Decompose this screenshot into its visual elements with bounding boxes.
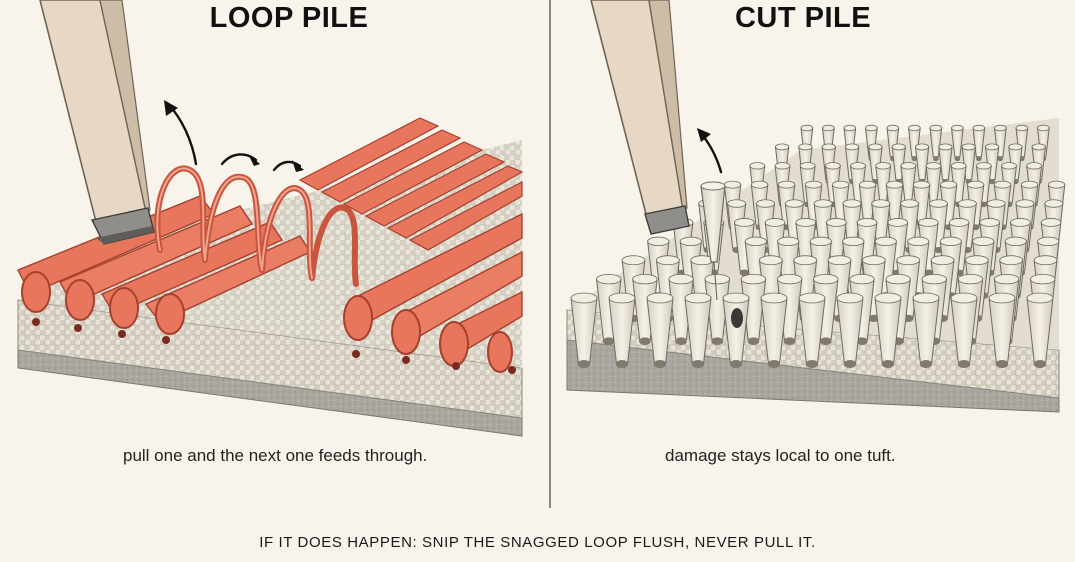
arrow-right-icon [220, 153, 258, 166]
tuft [740, 273, 767, 346]
tuft [950, 292, 978, 368]
cut-pile-illustration [566, 0, 1066, 413]
cut-pile-tufts [570, 124, 1066, 368]
loop-ends-left [21, 271, 185, 335]
tuft [570, 292, 598, 368]
tuft [950, 124, 964, 162]
arrow-up-icon [701, 134, 723, 174]
tuft [704, 273, 731, 346]
tuft [972, 124, 986, 162]
loop-ends-right [343, 295, 513, 373]
cut-pile-panel: CUT PILE damage stays local to one tuft. [551, 0, 1075, 510]
tuft [988, 292, 1016, 368]
tuft [722, 292, 750, 368]
pulled-tuft [700, 181, 743, 328]
pulled-loops-highlight [156, 167, 313, 279]
loop-anchors-left [32, 318, 170, 344]
tuft [912, 292, 940, 368]
arrow-up-icon [168, 104, 198, 166]
tuft [836, 292, 864, 368]
panel-caption: damage stays local to one tuft. [665, 446, 896, 465]
tuft [608, 292, 636, 368]
divider [549, 0, 551, 508]
panel-title: LOOP PILE [209, 2, 369, 34]
tuft [900, 162, 917, 208]
loop-anchors-right [352, 350, 516, 374]
panel-title: CUT PILE [734, 2, 872, 34]
carpet-backing-front [17, 299, 523, 419]
loop-pile-panel: LOOP PILE pull one and the next one feed… [0, 0, 548, 510]
arrow-right-icon [272, 160, 302, 172]
tuft [874, 292, 902, 368]
tuft [1026, 292, 1054, 368]
panel-caption: pull one and the next one feeds through. [123, 446, 428, 465]
pull-arrows [168, 104, 302, 172]
tuft [684, 292, 712, 368]
tuft [646, 292, 674, 368]
tuft [760, 292, 788, 368]
loop-rows-back [298, 117, 524, 251]
furniture-leg [590, 0, 690, 235]
furniture-leg [39, 0, 155, 245]
loop-rows-right [348, 212, 523, 351]
tuft [668, 273, 694, 346]
footer-tip: IF IT DOES HAPPEN: SNIP THE SNAGGED LOOP… [259, 534, 816, 551]
tuft [798, 292, 826, 368]
tuft [929, 124, 943, 162]
loop-pile-illustration [17, 0, 524, 437]
